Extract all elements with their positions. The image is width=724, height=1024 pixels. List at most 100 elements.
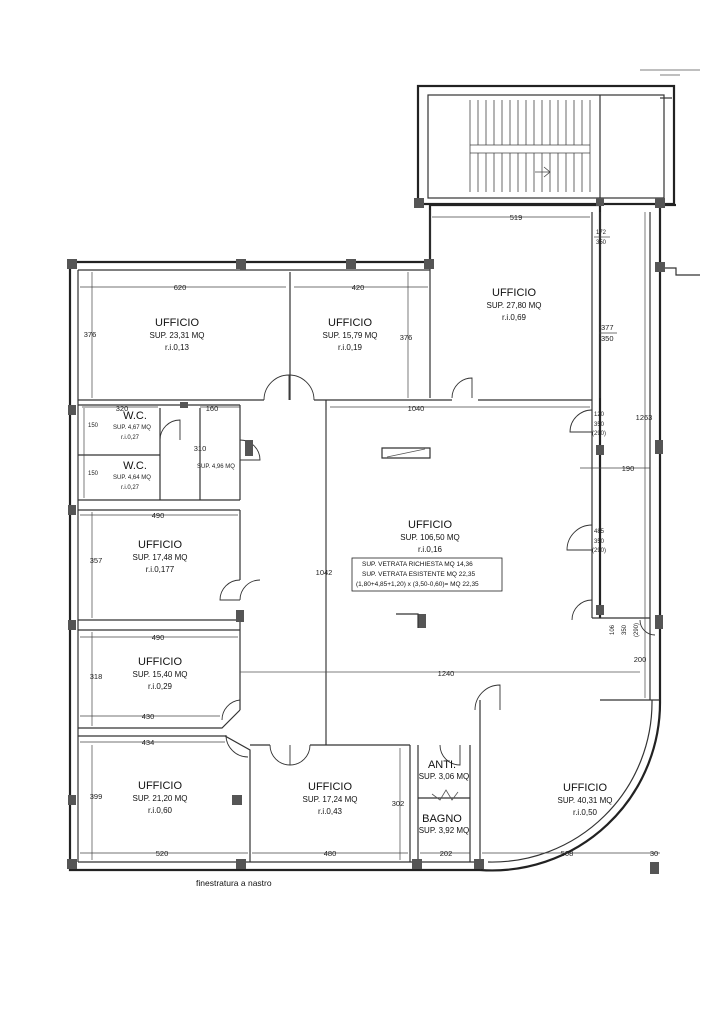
dim-label: 350 [622, 624, 628, 635]
room-wc-1: W.C. SUP. 4,67 MQ r.i.0,27 [113, 410, 151, 441]
dim-label: 357 [90, 556, 103, 565]
dim-label: 310 [194, 444, 207, 453]
room-ri: r.i.0,16 [418, 545, 443, 554]
room-title: UFFICIO [308, 781, 352, 793]
dim-label: 620 [174, 283, 187, 292]
room-surface: SUP. 3,92 MQ [419, 826, 470, 835]
stairwell [416, 69, 700, 206]
dim-label: 519 [510, 213, 523, 222]
room-surface: SUP. 3,06 MQ [419, 772, 470, 781]
dim-label: (290) [592, 431, 606, 437]
room-surface: SUP. 4,64 MQ [113, 475, 151, 481]
dim-label: 508 [561, 849, 574, 858]
room-ri: r.i.0,27 [121, 435, 140, 441]
room-ri: r.i.0,177 [146, 565, 175, 574]
dim-label: 490 [152, 511, 165, 520]
room-surface: SUP. 4,67 MQ [113, 425, 151, 431]
dim-label: 30 [650, 849, 658, 858]
room-ri: r.i.0,13 [165, 343, 190, 352]
dim-label: 350 [594, 422, 605, 428]
dim-label: 350 [594, 539, 605, 545]
room-ufficio-4: UFFICIO SUP. 17,48 MQ r.i.0,177 [133, 539, 188, 574]
outer-walls [68, 203, 700, 872]
room-antibagno: ANTI. SUP. 3,06 MQ [419, 759, 470, 781]
partitions [78, 210, 662, 872]
columns [67, 198, 665, 874]
room-ri: r.i.0,69 [502, 313, 527, 322]
room-title: W.C. [123, 460, 147, 472]
room-ri: r.i.0,43 [318, 807, 343, 816]
room-title: UFFICIO [563, 782, 607, 794]
vetrata-richiesta: SUP. VETRATA RICHIESTA MQ 14,36 [362, 561, 473, 568]
room-ri: r.i.0,29 [148, 682, 173, 691]
dim-label: 200 [634, 655, 647, 664]
room-surface: SUP. 15,79 MQ [323, 331, 378, 340]
dim-label: 190 [622, 464, 635, 473]
room-ufficio-2: UFFICIO SUP. 15,79 MQ r.i.0,19 [323, 317, 378, 352]
room-title: UFFICIO [408, 519, 452, 531]
dim-label: 1040 [408, 404, 425, 413]
room-surface: SUP. 21,20 MQ [133, 794, 188, 803]
room-surface: SUP. 27,80 MQ [487, 301, 542, 310]
dim-label: 172 [596, 230, 607, 236]
dim-label: 350 [601, 334, 614, 343]
dim-label: 106 [610, 624, 616, 635]
dim-label: 1263 [636, 413, 653, 422]
room-surface: SUP. 17,24 MQ [303, 795, 358, 804]
room-surface: SUP. 40,31 MQ [558, 796, 613, 805]
room-ufficio-3: UFFICIO SUP. 27,80 MQ r.i.0,69 [487, 287, 542, 322]
vetrata-note: SUP. VETRATA RICHIESTA MQ 14,36 SUP. VET… [351, 557, 503, 592]
room-ufficio-6: UFFICIO SUP. 21,20 MQ r.i.0,60 [133, 780, 188, 815]
dim-label: 430 [142, 712, 155, 721]
room-title: UFFICIO [492, 287, 536, 299]
room-ri: r.i.0,27 [121, 485, 140, 491]
vetrata-esistente: SUP. VETRATA ESISTENTE MQ 22,35 [362, 571, 475, 578]
dim-label: (290) [634, 623, 640, 637]
dim-label: 485 [594, 529, 605, 535]
dim-label: 480 [324, 849, 337, 858]
dim-label: 150 [88, 423, 99, 429]
room-surface: SUP. 4,96 MQ [197, 464, 235, 470]
room-ri: r.i.0,50 [573, 808, 598, 817]
room-surface: SUP. 15,40 MQ [133, 670, 188, 679]
dim-label: 202 [440, 849, 453, 858]
dim-label: 490 [152, 633, 165, 642]
dim-label: 399 [90, 792, 103, 801]
vetrata-calcolo: (1,80+4,85+1,20) x (3,50-0,60)= MQ 22,35 [356, 581, 479, 588]
room-bagno: BAGNO SUP. 3,92 MQ [419, 813, 470, 835]
room-surface: SUP. 17,48 MQ [133, 553, 188, 562]
room-ri: r.i.0,60 [148, 806, 173, 815]
room-disimpegno: SUP. 4,96 MQ [197, 464, 235, 470]
doors [159, 374, 656, 766]
room-title: ANTI. [428, 759, 456, 771]
room-ufficio-7: UFFICIO SUP. 17,24 MQ r.i.0,43 [303, 781, 358, 816]
dim-label: 376 [84, 330, 97, 339]
dim-label: 434 [142, 738, 155, 747]
dim-label: 318 [90, 672, 103, 681]
room-title: UFFICIO [328, 317, 372, 329]
dim-label: 120 [594, 412, 605, 418]
room-wc-2: W.C. SUP. 4,64 MQ r.i.0,27 [113, 460, 151, 491]
room-title: W.C. [123, 410, 147, 422]
dim-label: 377 [601, 323, 614, 332]
caption-finestratura: finestratura a nastro [196, 878, 272, 888]
room-title: BAGNO [422, 813, 462, 825]
room-ufficio-5: UFFICIO SUP. 15,40 MQ r.i.0,29 [133, 656, 188, 691]
room-surface: SUP. 23,31 MQ [150, 331, 205, 340]
room-ri: r.i.0,19 [338, 343, 363, 352]
dim-label: 420 [352, 283, 365, 292]
dim-label: 1042 [316, 568, 333, 577]
dim-label: 350 [596, 240, 607, 246]
room-ufficio-open-space: UFFICIO SUP. 106,50 MQ r.i.0,16 [400, 519, 459, 554]
dim-label: 320 [116, 404, 129, 413]
room-title: UFFICIO [138, 539, 182, 551]
dim-label: 376 [400, 333, 413, 342]
dimension-labels: 620 420 519 172 350 376 376 377 350 320 … [84, 213, 658, 858]
dim-label: 150 [88, 471, 99, 477]
dim-label: 160 [206, 404, 219, 413]
dim-label: 302 [392, 799, 405, 808]
room-title: UFFICIO [138, 780, 182, 792]
room-title: UFFICIO [138, 656, 182, 668]
dim-label: 520 [156, 849, 169, 858]
